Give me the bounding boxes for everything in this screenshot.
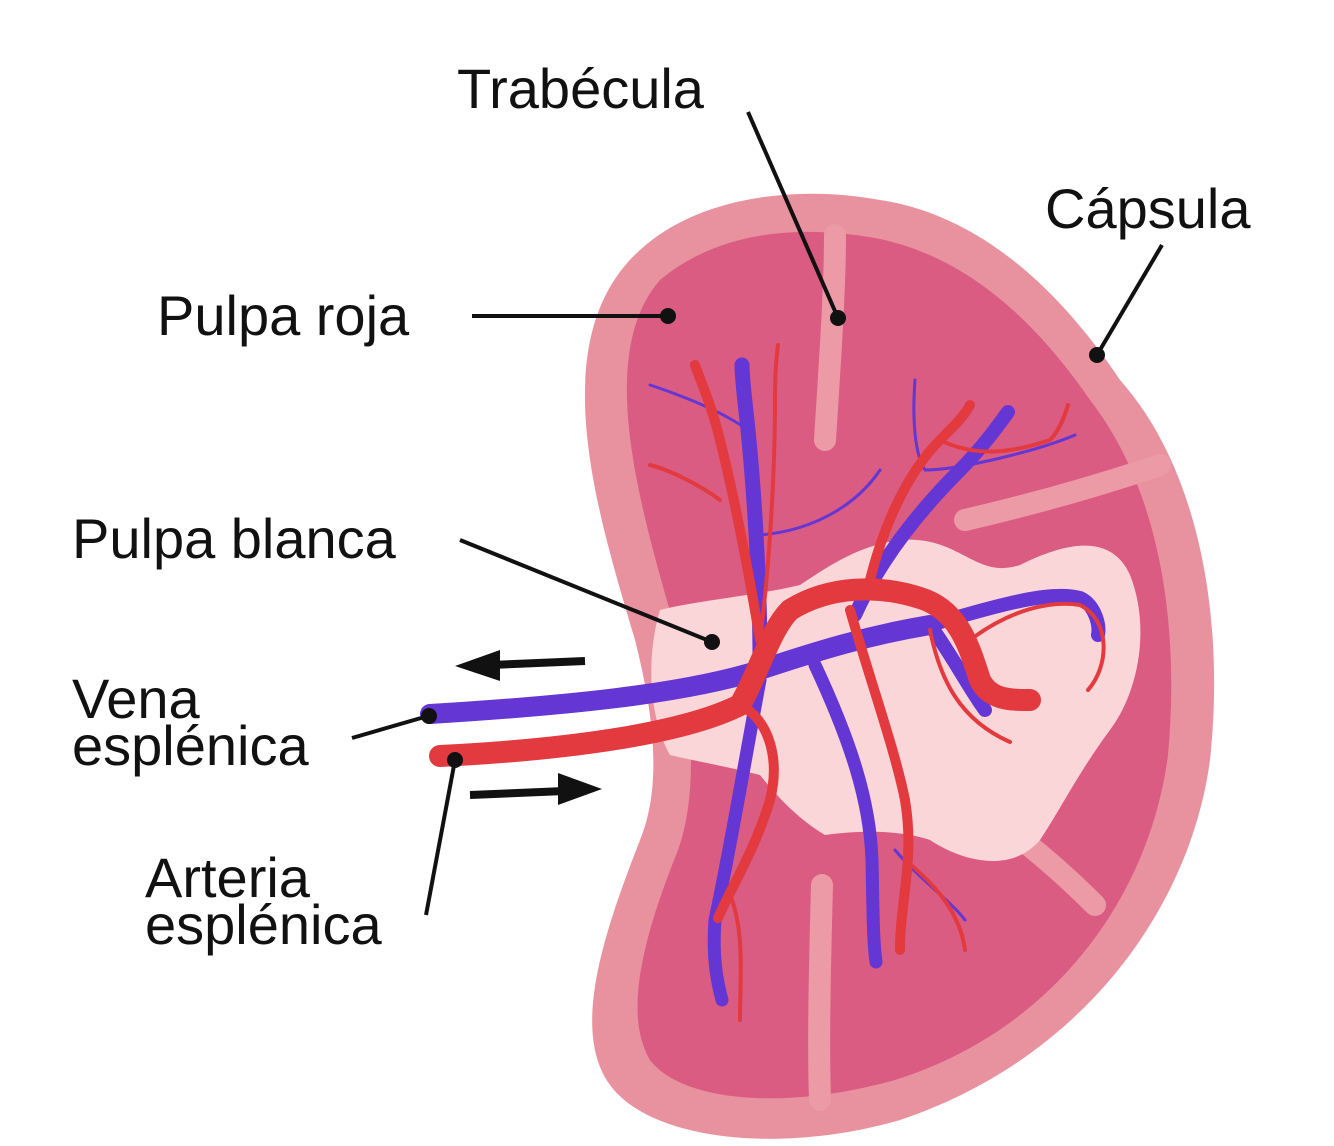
label-capsula: Cápsula: [1045, 177, 1251, 240]
vein-branch-topright-thin: [912, 378, 1077, 472]
label-pulpa-roja: Pulpa roja: [157, 284, 410, 347]
splenic-artery-trunk: [429, 578, 1041, 767]
dot-pulpa-roja: [660, 308, 676, 324]
label-arteria-line1: Arteria: [145, 846, 311, 909]
vein-branch-upright-thin: [758, 468, 882, 537]
dot-pulpa-blanca: [704, 634, 720, 650]
label-trabecula: Trabécula: [457, 57, 705, 120]
trabecula-top: [814, 224, 846, 451]
leader-pulpa-blanca: [459, 538, 713, 644]
dot-vena: [421, 708, 437, 724]
trabecula-right: [954, 454, 1171, 531]
dot-trabecula: [830, 310, 846, 326]
leader-trabecula: [746, 111, 840, 319]
vein-branch-right-inner: [923, 618, 992, 717]
artery-branch-topright: [865, 400, 975, 585]
trabecula-bottom: [808, 874, 833, 1111]
artery-branch-down-left: [713, 700, 779, 923]
leader-dots: [421, 308, 1105, 768]
artery-branch-up2: [758, 343, 780, 642]
leader-lines: [351, 111, 1164, 916]
label-pulpa-blanca: Pulpa blanca: [72, 507, 397, 570]
leader-vena: [351, 714, 429, 740]
artery-branch-down-mid: [845, 605, 914, 955]
artery-branch-right-low: [928, 628, 1012, 744]
artery-branch-right: [968, 601, 1106, 692]
dot-arteria: [447, 752, 463, 768]
flow-arrows: [455, 650, 602, 805]
artery-branch-down-left2: [728, 893, 743, 1022]
artery-branch-up: [690, 360, 765, 645]
artery-branch-down-mid2: [903, 858, 967, 952]
leader-capsula: [1095, 243, 1164, 357]
arteries: [429, 343, 1106, 1022]
artery-branch-topright2: [938, 403, 1070, 454]
label-vena-line2: esplénica: [72, 714, 309, 777]
leader-arteria: [424, 759, 457, 916]
arrow-left-icon: [455, 650, 586, 681]
label-vena-line1: Vena: [72, 667, 201, 730]
vein-branch-down-mid: [808, 658, 883, 969]
artery-branch-upleft: [648, 463, 722, 502]
label-arteria-line2: esplénica: [145, 893, 382, 956]
vein-branch-upleft: [648, 383, 750, 432]
splenic-vein-trunk: [420, 615, 940, 724]
dot-capsula: [1089, 347, 1105, 363]
arrow-right-icon: [469, 773, 602, 805]
vein-branch-down-left: [707, 673, 767, 1007]
